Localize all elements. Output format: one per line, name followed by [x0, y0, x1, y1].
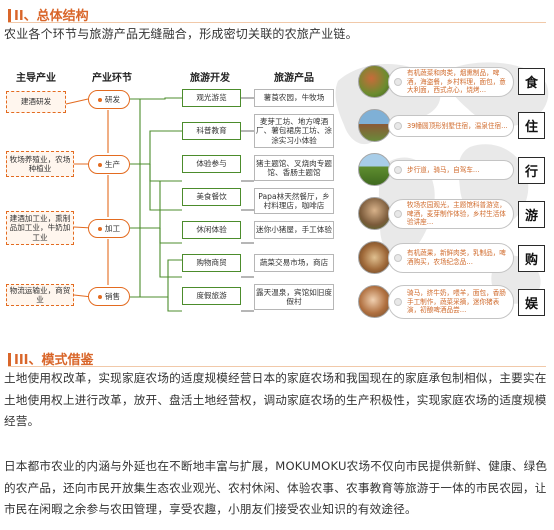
product-item: 猪主题馆、叉烧肉专题馆、香肠主题馆 — [254, 155, 334, 181]
stage-sales: 销售 — [88, 287, 130, 306]
header-industry: 主导产业 — [16, 73, 56, 84]
industry-item: 物流运输业，商贸业 — [6, 284, 74, 306]
food-photo — [358, 65, 391, 98]
development-item: 度假旅游 — [182, 287, 241, 305]
stage-processing: 加工 — [88, 219, 130, 238]
travel-photo — [358, 153, 391, 186]
industry-chain-diagram: 主导产业 产业环节 旅游开发 旅游产品 建酒研发 牧场养殖业，农场种植业 建酒加… — [0, 47, 554, 325]
section-3-paragraph-1: 土地使用权改革，实现家庭农场的适度规模经营日本的家庭农场和我国现在的家庭承包制相… — [4, 371, 547, 428]
section-2-intro: 农业各个环节与旅游产品无缝融合，形成密切关联的农旅产业链。 — [4, 27, 358, 41]
entertainment-photo — [358, 285, 391, 318]
divider — [8, 22, 546, 23]
row-description: 牧场农园观光，主题馆科普游览，啤酒，麦芽制作体验，乡村生活体验讲座… — [388, 199, 514, 229]
industry-item: 建酒研发 — [6, 91, 66, 113]
row-description: 骑马，挤牛奶，喂羊，面包，香肠手工制作，蔬菜采摘，迷你猪表演，初酿啤酒品尝… — [388, 285, 514, 319]
section-3-paragraph-2: 日本都市农业的内涵与外延也在不断地丰富与扩展，MOKUMOKU农场不仅向市民提供… — [4, 459, 548, 516]
development-item: 美食餐饮 — [182, 188, 241, 206]
development-item: 观光游览 — [182, 89, 241, 107]
shopping-photo — [358, 241, 391, 274]
development-item: 体验参与 — [182, 155, 241, 173]
development-item: 购物商贸 — [182, 254, 241, 272]
divider — [8, 366, 546, 367]
section-2-title: II、总体结构 — [8, 5, 89, 24]
row-description: 39幢圆顶形别墅住宿，温泉住宿… — [388, 115, 514, 137]
product-item: 迷你小猪屋，手工体验 — [254, 221, 334, 239]
row-description: 有机蔬果，新鲜肉类，乳制品，啤酒购买，农场纪念品… — [388, 243, 514, 273]
badge-eat: 食 — [518, 68, 545, 95]
badge-travel: 行 — [518, 157, 545, 184]
industry-item: 牧场养殖业，农场种植业 — [6, 151, 74, 177]
product-item: 薯莨农园，牛牧场 — [254, 89, 334, 107]
industry-item: 建酒加工业，熏制品加工业，牛奶加工业 — [6, 211, 74, 245]
product-item: 蔬菜交易市场，商店 — [254, 254, 334, 272]
product-item: Papa林天然餐厅，乡村料理店，咖啡店 — [254, 188, 334, 214]
header-development: 旅游开发 — [190, 73, 230, 84]
row-description: 有机蔬菜和肉类，烟熏制品，啤酒，海盗餐，乡村料理，面包，意大利面，西式点心，烧烤… — [388, 67, 514, 97]
development-item: 科普教育 — [182, 122, 241, 140]
badge-shop: 购 — [518, 245, 545, 272]
tour-photo — [358, 197, 391, 230]
product-item: 麦芽工坊、地方啤酒厂、薯包裙房工坊、涂涂实习小体验 — [254, 114, 334, 148]
stage-research: 研发 — [88, 90, 130, 109]
lodging-photo — [358, 109, 391, 142]
badge-fun: 娱 — [518, 289, 545, 316]
row-description: 步行道，骑马，自驾车… — [388, 160, 514, 180]
header-product: 旅游产品 — [274, 73, 314, 84]
badge-stay: 住 — [518, 112, 545, 139]
section-3-title: III、模式借鉴 — [8, 349, 94, 368]
stage-production: 生产 — [88, 155, 130, 174]
badge-tour: 游 — [518, 201, 545, 228]
product-item: 露天温泉，宾馆如旧度假村 — [254, 284, 334, 310]
header-stage: 产业环节 — [92, 73, 132, 84]
development-item: 休闲体验 — [182, 221, 241, 239]
